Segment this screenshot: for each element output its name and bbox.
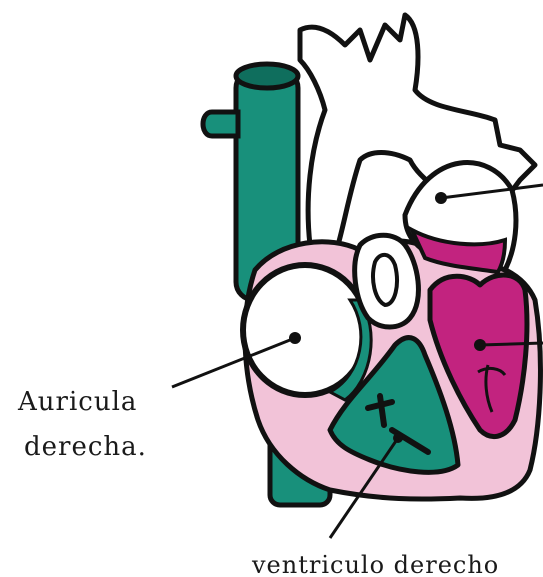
right-atrium-label-line2: derecha.	[24, 432, 147, 462]
vena-cava-top	[236, 64, 298, 88]
left-ventricle-leader	[480, 343, 543, 345]
pulmonary-trunk-inner	[373, 255, 397, 305]
right-atrium-label: Auricula	[17, 387, 137, 417]
vena-cava-branch	[203, 112, 238, 136]
right-ventricle-label: ventriculo derecho	[251, 551, 499, 577]
